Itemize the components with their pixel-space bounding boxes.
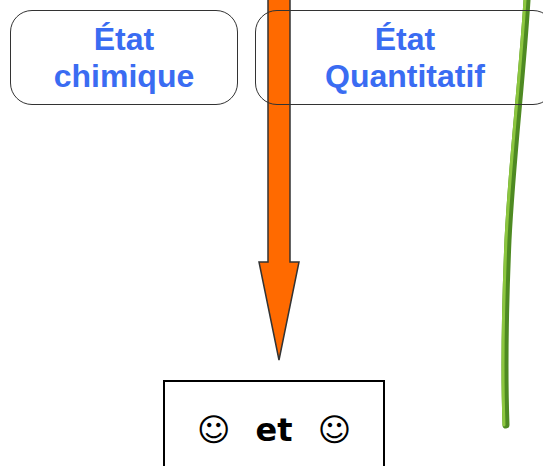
result-box: ☺ et ☺ bbox=[163, 380, 385, 466]
node-label: ☺ et ☺ bbox=[197, 411, 351, 449]
state-box: État Quantitatif bbox=[255, 10, 543, 105]
node-label: État Quantitatif bbox=[305, 21, 505, 95]
plant-stem-highlight bbox=[503, 0, 525, 425]
down-arrow bbox=[259, 0, 299, 360]
state-box: État chimique bbox=[10, 10, 238, 105]
node-label: État chimique bbox=[24, 21, 224, 95]
